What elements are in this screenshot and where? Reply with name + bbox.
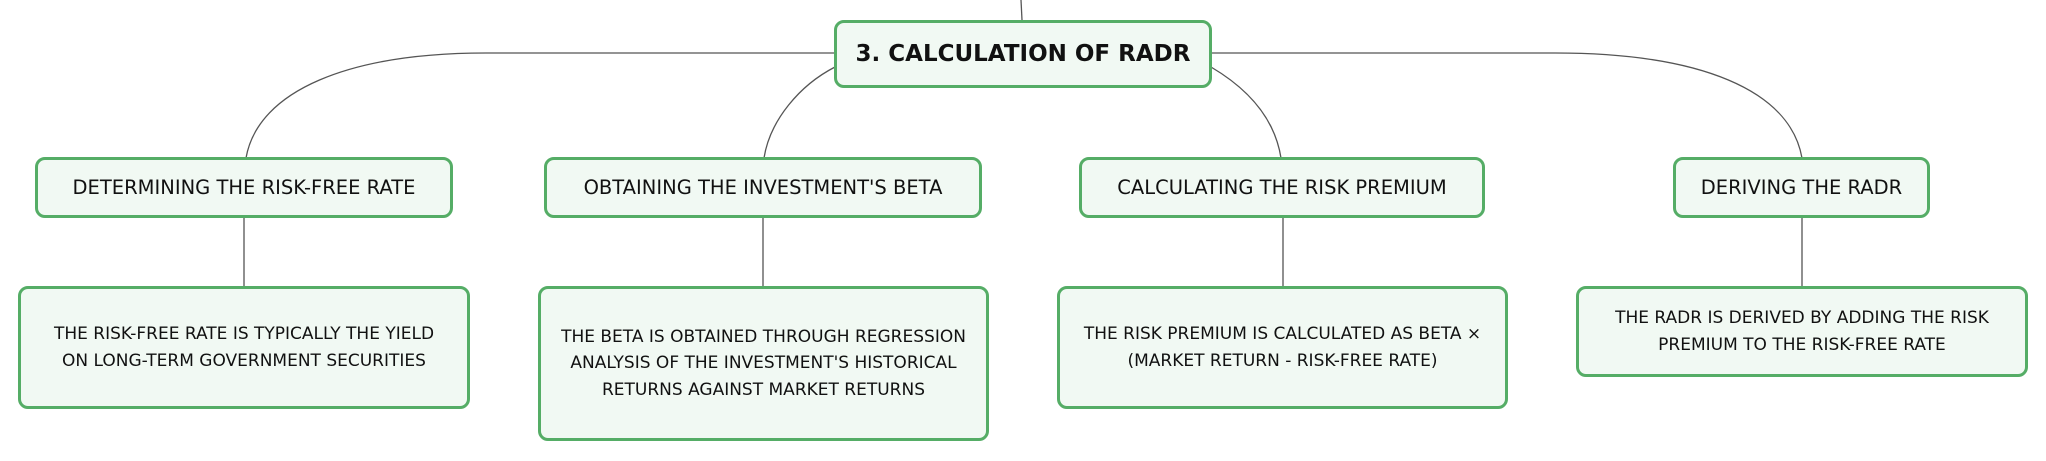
connector-root-branch-3: [1210, 66, 1282, 159]
detail-node-beta[interactable]: THE BETA IS OBTAINED THROUGH REGRESSION …: [538, 286, 989, 441]
detail-node-text: THE RADR IS DERIVED BY ADDING THE RISK P…: [1615, 308, 1989, 355]
branch-node-label: OBTAINING THE INVESTMENT'S BETA: [583, 176, 943, 199]
branch-node-label: CALCULATING THE RISK PREMIUM: [1117, 176, 1447, 199]
branch-node-radr[interactable]: DERIVING THE RADR: [1673, 157, 1930, 218]
branch-node-risk-premium[interactable]: CALCULATING THE RISK PREMIUM: [1079, 157, 1485, 218]
branch-node-risk-free-rate[interactable]: DETERMINING THE RISK-FREE RATE: [35, 157, 453, 218]
root-node-label: 3. CALCULATION OF RADR: [855, 41, 1191, 67]
root-node[interactable]: 3. CALCULATION OF RADR: [834, 20, 1212, 88]
detail-node-text: THE RISK-FREE RATE IS TYPICALLY THE YIEL…: [53, 324, 435, 371]
branch-node-label: DETERMINING THE RISK-FREE RATE: [72, 176, 416, 199]
connector-root-branch-4: [1211, 52, 1803, 159]
detail-node-radr[interactable]: THE RADR IS DERIVED BY ADDING THE RISK P…: [1576, 286, 2028, 377]
detail-node-risk-premium[interactable]: THE RISK PREMIUM IS CALCULATED AS BETA ×…: [1057, 286, 1508, 409]
branch-node-beta[interactable]: OBTAINING THE INVESTMENT'S BETA: [544, 157, 982, 218]
detail-node-text: THE BETA IS OBTAINED THROUGH REGRESSION …: [561, 326, 966, 400]
connector-root-branch-1: [245, 52, 834, 159]
detail-node-text: THE RISK PREMIUM IS CALCULATED AS BETA ×…: [1083, 324, 1482, 371]
detail-node-risk-free-rate[interactable]: THE RISK-FREE RATE IS TYPICALLY THE YIEL…: [18, 286, 470, 409]
connector-parent: [1020, 0, 1023, 21]
branch-node-label: DERIVING THE RADR: [1700, 176, 1903, 199]
connector-root-branch-2: [763, 66, 836, 159]
